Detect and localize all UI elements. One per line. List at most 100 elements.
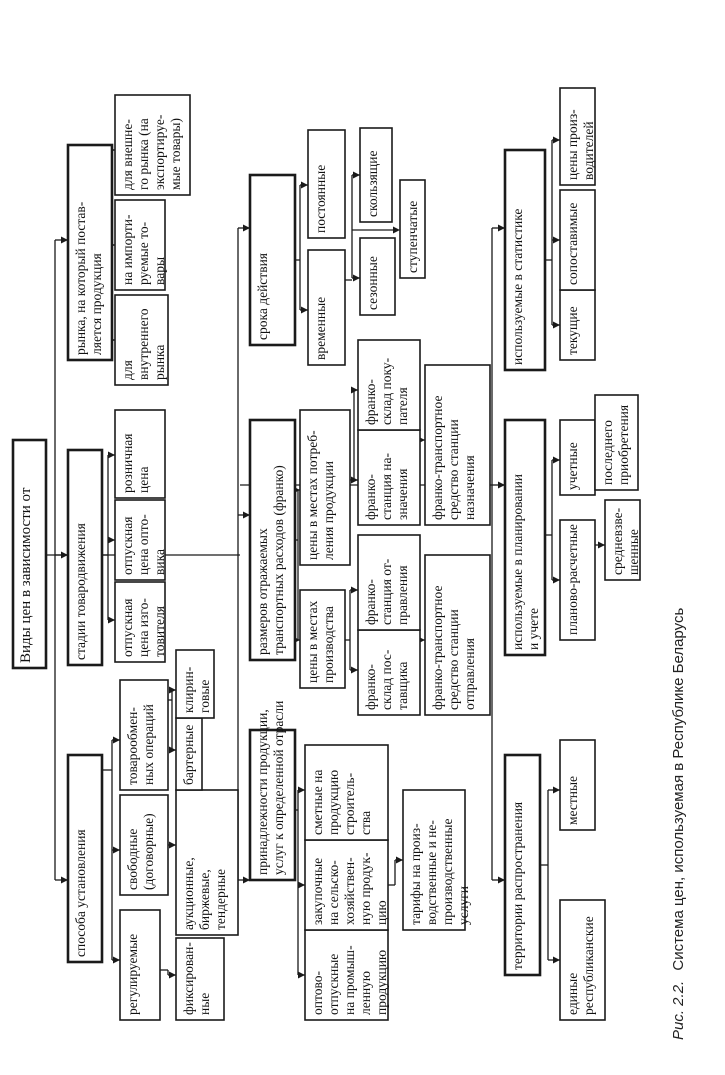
barter-ops-box-frame [119,679,169,791]
comparable-box: сопоставимые [559,189,596,291]
planning-calc-box-label: планово-расчетные [565,524,580,635]
arrowhead [393,226,400,234]
buyer-warehouse-box: франко-склад поку-пателя [357,339,421,431]
arrowhead [351,666,358,674]
establishment-box-label: способа установления [73,829,88,957]
construction-box-frame [304,744,389,841]
industry-box-frame [248,728,297,882]
validity-box: срока действия [248,173,297,347]
distribution-box-frame [66,448,104,667]
producer-box-frame [559,87,596,186]
clearing-box-label: клирин-говые [181,666,212,713]
last-purchase-box-label: последнегоприобретения [600,405,631,485]
destination-station-box-label: франко-станция на-значения [363,452,410,520]
arrowhead [113,846,120,854]
last-purchase-box-frame [594,394,639,491]
arrowhead [108,616,115,624]
planning-calc-box: планово-расчетные [559,519,596,641]
barter-ops-box-label: товарообмен-ных операций [125,704,156,785]
market-box: рынка, на который постав-ляется продукци… [66,143,114,362]
export-box: для внешне-го рынка (наэкспортируе-мые т… [114,94,191,196]
arrowhead [498,224,505,232]
territory-box: территории распространения [503,753,542,977]
validity-box-label: срока действия [255,253,270,340]
arrowhead [301,306,308,314]
production-places-box: цены в местахпроизводства [299,589,346,689]
stepped-box-label: ступенчатые [405,201,420,273]
supplier-warehouse-box-label: франко-склад пос-тавщика [363,649,410,710]
territory-box-frame [503,753,542,977]
planning-calc-box-frame [559,519,596,641]
seasonal-box-frame [359,237,396,316]
departure-vehicle-box-frame [424,554,491,716]
destination-vehicle-box-label: франко-транспортноесредство станцииназна… [430,396,477,520]
arrowhead [553,321,560,329]
wholesale-box: отпускнаяцена опто-вика [114,499,167,581]
departure-station-box-label: франко-станция от-правления [363,558,410,625]
accounting-box-label: учетные [565,442,580,490]
auction-box-label: аукционные,биржевые,тендерные [181,857,228,930]
production-places-box-label: цены в местахпроизводства [305,600,336,683]
arrowhead [498,481,505,489]
barter-box-label: бартерные [181,725,196,785]
tariffs-box: тарифы на произ-водственные и не-произво… [402,789,471,931]
market-box-label: рынка, на который постав-ляется продукци… [73,201,104,355]
planning-box-frame [503,418,547,657]
tariffs-box-frame [402,789,466,931]
industrial-box-label: оптово-отпускныена промыш-леннуюпродукци… [310,945,389,1015]
temporary-box-frame [307,249,346,366]
statistics-box-frame [503,148,547,372]
fixed-box-frame [175,937,225,1021]
local-box-label: местные [565,776,580,825]
temporary-box: временные [307,249,346,366]
producer-box: цены произ-водителей [559,87,596,186]
manufacturer-box-frame [114,581,166,663]
arrowhead [108,536,115,544]
transport-box: размеров отражаемыхтранспортных расходов… [248,418,297,662]
supplier-warehouse-box: франко-склад пос-тавщика [357,629,421,716]
barter-box: бартерные [175,717,203,791]
transport-box-frame [248,418,297,662]
comparable-box-label: сопоставимые [565,203,580,285]
arrowhead [301,181,308,189]
industry-box: принадлежности продукции,услуг к определ… [248,701,297,882]
destination-station-box: франко-станция на-значения [357,429,421,526]
arrowhead [598,541,605,549]
free-box-frame [119,794,169,896]
current-box-label: текущие [565,306,580,355]
permanent-box-frame [307,129,346,239]
wholesale-box-label: отпускнаяцена опто-вика [120,514,167,575]
distribution-box-label: стадии товародвижения [73,523,88,660]
regulated-box: регулируемые [119,909,161,1021]
manufacturer-box: отпускнаяцена изго-товителя [114,581,167,663]
root-box-label: Виды цен в зависимости от [18,487,34,663]
arrowhead [498,876,505,884]
connector-lines [46,136,605,979]
import-box-frame [114,199,166,291]
producer-box-label: цены произ-водителей [565,109,596,180]
arrowhead [169,971,176,979]
arrowhead [169,841,176,849]
establishment-box: способа установления [66,753,104,964]
free-box: свободные(договорные) [119,794,169,896]
arrowhead [243,511,250,519]
validity-box-frame [248,173,297,347]
arrowhead [553,456,560,464]
retail-box-frame [114,409,166,499]
domestic-box-frame [114,294,169,386]
regulated-box-frame [119,909,161,1021]
buyer-warehouse-box-frame [357,339,421,431]
arrowhead [113,956,120,964]
manufacturer-box-label: отпускнаяцена изго-товителя [120,598,167,657]
arrowhead [113,736,120,744]
market-box-frame [66,143,114,362]
territory-box-label: территории распространения [510,802,525,970]
arrowhead [553,576,560,584]
sliding-box-label: скользящие [365,151,380,218]
fixed-box: фиксирован-ные [175,937,225,1021]
permanent-box: постоянные [307,129,346,239]
export-box-label: для внешне-го рынка (наэкспортируе-мые т… [120,114,183,190]
arrowhead [61,551,68,559]
caption-text: Система цен, используемая в Республике Б… [670,608,687,971]
